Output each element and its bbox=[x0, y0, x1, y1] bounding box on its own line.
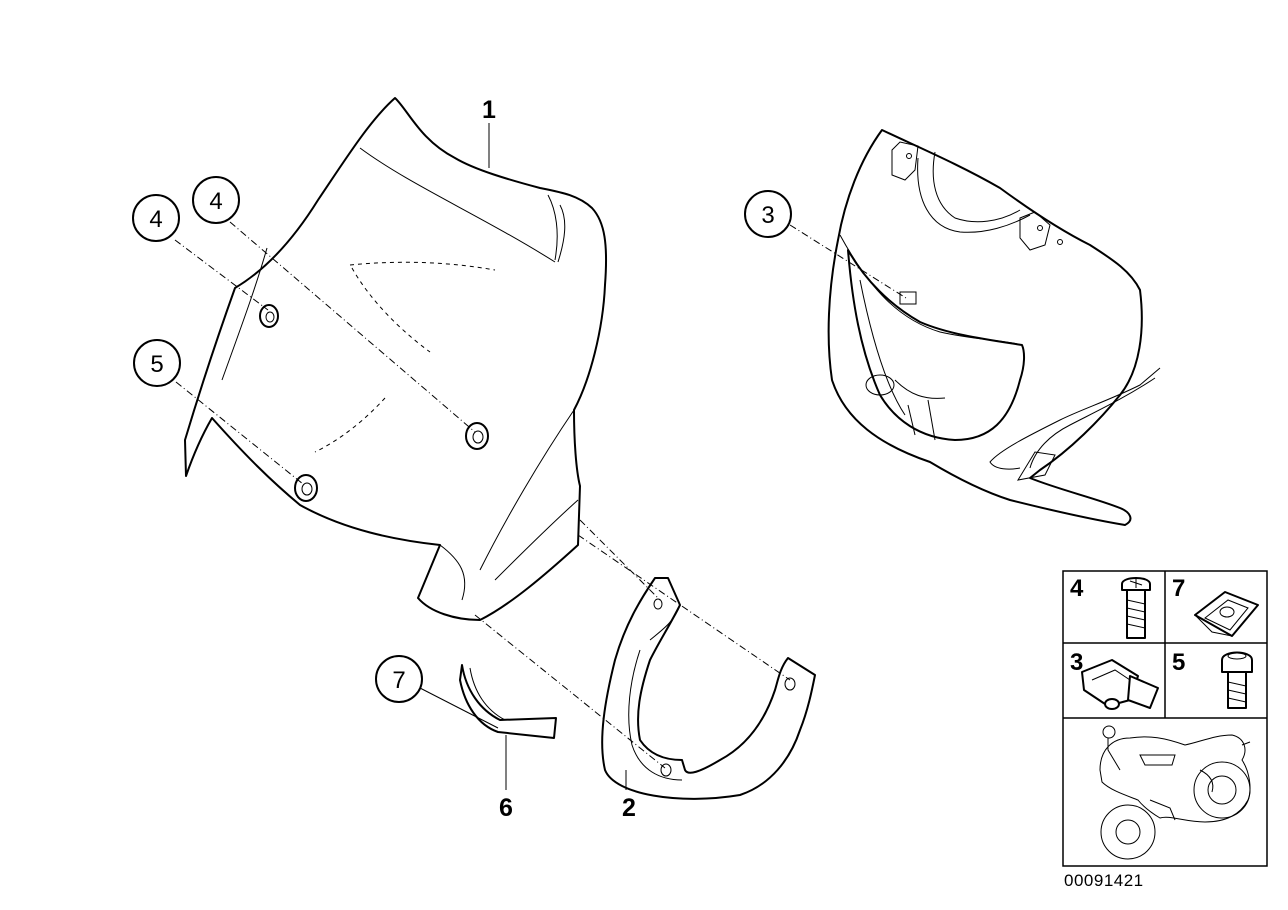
callout-4b: 4 bbox=[192, 176, 240, 224]
callout-label-5: 5 bbox=[150, 351, 163, 378]
callout-3: 3 bbox=[744, 190, 792, 238]
document-id: 00091421 bbox=[1064, 871, 1144, 890]
callout-label-7: 7 bbox=[392, 667, 405, 694]
callout-7: 7 bbox=[375, 655, 423, 703]
screw-icon bbox=[1121, 577, 1151, 639]
front-fairing-panel bbox=[184, 97, 608, 621]
part-label-6: 6 bbox=[499, 794, 513, 822]
callout-label-4b: 4 bbox=[209, 188, 222, 215]
motorcycle-icon bbox=[1099, 725, 1251, 860]
part-label-2: 2 bbox=[622, 794, 636, 822]
callout-label-4a: 4 bbox=[149, 206, 162, 233]
leader-lines bbox=[174, 123, 907, 790]
callout-label-3: 3 bbox=[761, 202, 774, 229]
legend-label-4: 4 bbox=[1070, 575, 1084, 602]
callout-5: 5 bbox=[133, 339, 181, 387]
callout-4a: 4 bbox=[132, 194, 180, 242]
bracket-clip-icon bbox=[1081, 659, 1159, 710]
clip-nut-icon bbox=[1194, 591, 1259, 637]
lower-trim-bracket bbox=[601, 577, 816, 800]
trim-strip bbox=[459, 664, 557, 739]
part-label-1: 1 bbox=[482, 96, 496, 124]
legend-label-7: 7 bbox=[1172, 575, 1185, 602]
legend-label-3: 3 bbox=[1070, 649, 1083, 676]
bolt-icon bbox=[1221, 651, 1253, 709]
headlight-fairing bbox=[827, 129, 1161, 526]
legend-label-5: 5 bbox=[1172, 649, 1185, 676]
fastener-legend: 4 7 3 5 bbox=[1062, 570, 1268, 867]
